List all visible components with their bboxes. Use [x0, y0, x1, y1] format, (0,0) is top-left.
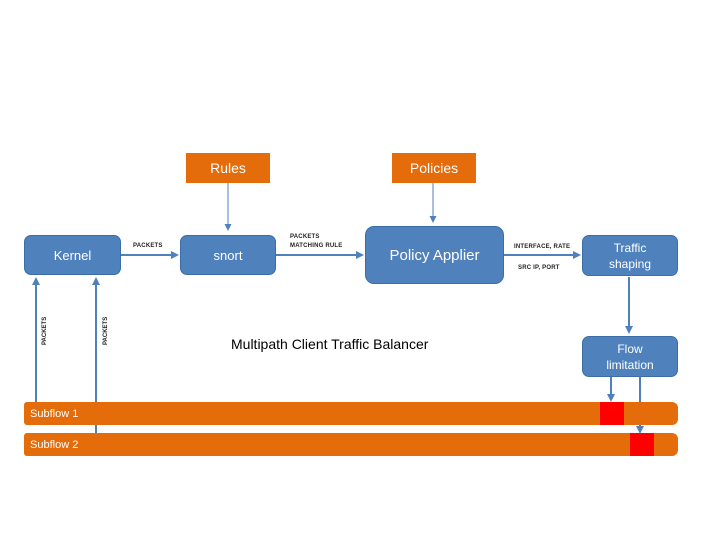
- policy-applier-label: Policy Applier: [389, 246, 480, 264]
- diagram-title: Multipath Client Traffic Balancer: [231, 336, 429, 352]
- flow-limitation-label: Flow limitation: [606, 341, 654, 372]
- edge-label-applier-shaping-top: INTERFACE, RATE: [514, 244, 571, 250]
- subflow-1-label: Subflow 1: [30, 408, 79, 420]
- kernel-label: Kernel: [53, 247, 92, 263]
- edge-label-subflow2-kernel: PACKETS: [103, 316, 109, 345]
- rules-box: Rules: [186, 153, 270, 183]
- subflow-1-limit-marker: [600, 402, 624, 425]
- policies-label: Policies: [409, 160, 459, 176]
- snort-label: snort: [213, 247, 243, 263]
- traffic-shaping-box: Traffic shaping: [582, 235, 678, 276]
- edge-label-applier-shaping-bottom: SRC IP, PORT: [518, 265, 560, 271]
- policy-applier-box: Policy Applier: [365, 226, 504, 284]
- edge-label-kernel-snort: PACKETS: [133, 243, 163, 249]
- edge-label-subflow1-kernel: PACKETS: [42, 316, 48, 345]
- edge-label-snort-applier-2: MATCHING RULE: [290, 243, 343, 249]
- snort-box: snort: [180, 235, 276, 275]
- kernel-box: Kernel: [24, 235, 121, 275]
- subflow-2-label: Subflow 2: [30, 439, 79, 451]
- policies-box: Policies: [392, 153, 476, 183]
- traffic-shaping-label: Traffic shaping: [608, 240, 652, 271]
- subflow-2-bar: [24, 433, 678, 456]
- flow-limitation-box: Flow limitation: [582, 336, 678, 377]
- edge-label-snort-applier-1: PACKETS: [290, 234, 320, 240]
- subflow-1-bar: [24, 402, 678, 425]
- rules-label: Rules: [210, 160, 246, 176]
- subflow-2-limit-marker: [630, 433, 654, 456]
